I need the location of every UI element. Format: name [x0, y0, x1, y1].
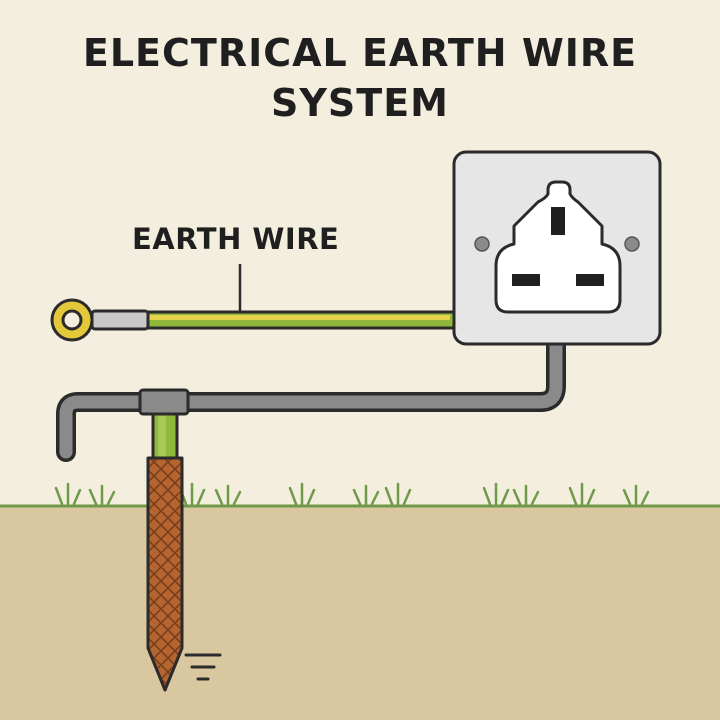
- page-title: ELECTRICAL EARTH WIRE SYSTEM: [0, 28, 720, 128]
- title-line-1: ELECTRICAL EARTH WIRE: [82, 31, 638, 75]
- grass-icon: [54, 482, 650, 506]
- ring-terminal-icon: [50, 298, 150, 342]
- earth-wire-label: EARTH WIRE: [132, 222, 340, 256]
- title-line-2: SYSTEM: [271, 81, 449, 125]
- earth-rod: [146, 456, 184, 692]
- ground: [0, 506, 720, 720]
- earth-wire: [98, 310, 456, 330]
- t-connector: [138, 388, 190, 416]
- earth-symbol-icon: [184, 653, 222, 681]
- conduit-pipe: [56, 330, 566, 462]
- socket-icon: [452, 150, 662, 346]
